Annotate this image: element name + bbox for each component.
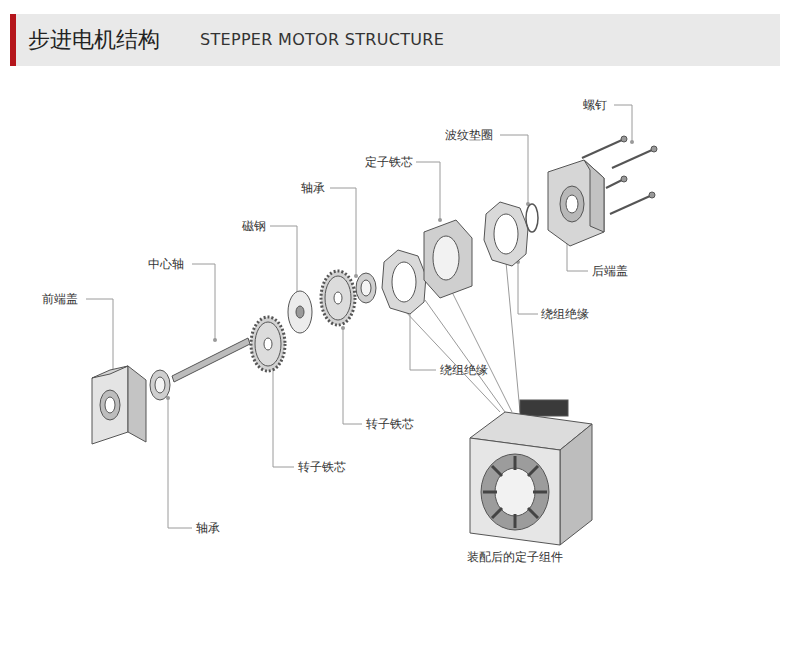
stator-core <box>424 220 472 298</box>
part-label: 轴承 <box>196 521 220 535</box>
winding-insulation-front <box>382 250 426 314</box>
part-label: 转子铁芯 <box>366 417 414 431</box>
part-label: 定子铁芯 <box>365 155 413 169</box>
subtitle: STEPPER MOTOR STRUCTURE <box>200 30 444 50</box>
part-label: 螺钉 <box>583 98 607 112</box>
rotor-core-rear <box>321 271 355 325</box>
shaft <box>172 338 250 382</box>
magnet <box>288 291 312 333</box>
band-accent <box>10 14 16 66</box>
part-label: 磁钢 <box>242 219 266 233</box>
part-label: 轴承 <box>301 181 325 195</box>
rear-cover <box>548 160 604 246</box>
front-cover <box>92 366 146 444</box>
part-label: 转子铁芯 <box>298 460 346 474</box>
title-band <box>10 14 780 66</box>
part-label: 波纹垫圈 <box>445 128 493 142</box>
band-fill <box>10 14 780 66</box>
part-label: 前端盖 <box>42 292 78 306</box>
wave-washer <box>526 204 538 232</box>
page-title: 步进电机结构 <box>28 27 160 53</box>
bearing-front <box>150 370 170 400</box>
part-label: 绕组绝缘 <box>541 307 589 321</box>
part-label: 中心轴 <box>148 257 184 271</box>
bearing-rear <box>356 273 376 303</box>
caption-label: 装配后的定子组件 <box>467 550 563 564</box>
screws <box>582 136 657 214</box>
assembled-stator <box>470 400 592 545</box>
rotor-core-front <box>251 317 285 371</box>
winding-insulation-rear <box>484 202 528 266</box>
part-label: 后端盖 <box>592 264 628 278</box>
part-label: 绕组绝缘 <box>440 363 488 377</box>
leader-dots <box>111 140 634 400</box>
